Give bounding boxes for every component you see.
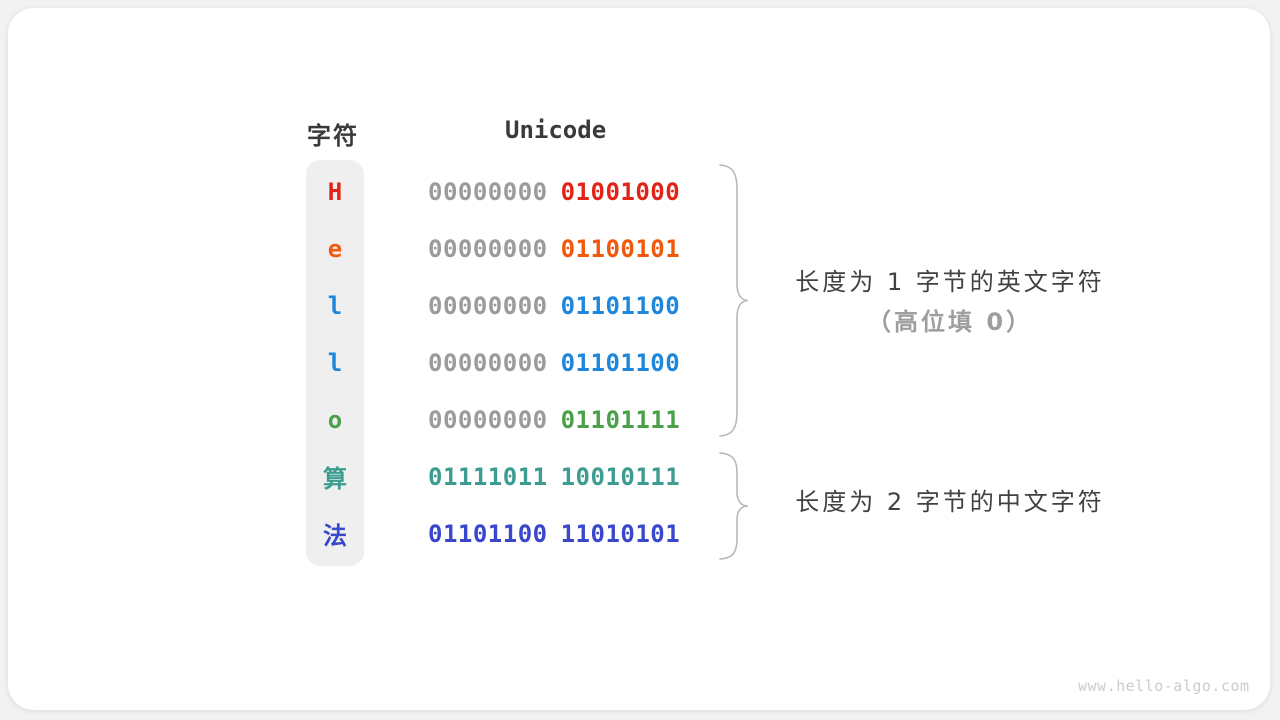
- unicode-bits: 00000000 01101100: [428, 292, 680, 320]
- octet-1: 00000000: [428, 177, 548, 206]
- octet-2: 01100101: [560, 234, 681, 263]
- annotation-single-byte-line2: （高位填 0）: [866, 308, 1034, 336]
- unicode-bits: 01101100 11010101: [428, 520, 680, 548]
- unicode-bits: 00000000 01101111: [428, 406, 680, 434]
- table-row: 算 01111011 10010111: [306, 448, 766, 505]
- brace-single-byte-group: [719, 164, 749, 437]
- char-cell: o: [327, 405, 343, 434]
- table-row: l 00000000 01101100: [306, 334, 766, 391]
- octet-2: 01101100: [560, 291, 681, 320]
- unicode-bits: 00000000 01100101: [428, 235, 680, 263]
- unicode-bits: 00000000 01101100: [428, 349, 680, 377]
- octet-2: 01101111: [560, 405, 681, 434]
- diagram-card: [8, 8, 1270, 710]
- brace-double-byte-group: [719, 452, 749, 560]
- character-column-background: [306, 160, 364, 566]
- watermark-url: www.hello-algo.com: [1078, 677, 1250, 695]
- table-row: H 00000000 01001000: [306, 163, 766, 220]
- column-header-unicode: Unicode: [505, 116, 607, 144]
- annotation-double-byte: 长度为 2 字节的中文字符: [760, 482, 1140, 522]
- table-row: 法 01101100 11010101: [306, 505, 766, 562]
- column-header-character: 字符: [307, 122, 359, 150]
- unicode-bits: 01111011 10010111: [428, 463, 680, 491]
- char-cell: H: [327, 177, 343, 206]
- char-cell: l: [327, 348, 343, 377]
- octet-2: 10010111: [560, 462, 681, 491]
- char-cell: e: [327, 234, 343, 263]
- octet-2: 01101100: [560, 348, 681, 377]
- table-row: l 00000000 01101100: [306, 277, 766, 334]
- table-rows: H 00000000 01001000 e 00000000 01100101 l …: [306, 163, 766, 562]
- octet-1: 00000000: [428, 405, 548, 434]
- octet-2: 11010101: [560, 519, 681, 548]
- annotation-single-byte: 长度为 1 字节的英文字符 （高位填 0）: [760, 262, 1140, 342]
- char-cell: l: [327, 291, 343, 320]
- table-row: e 00000000 01100101: [306, 220, 766, 277]
- octet-1: 01101100: [428, 519, 548, 548]
- octet-1: 00000000: [428, 234, 548, 263]
- unicode-bits: 00000000 01001000: [428, 178, 680, 206]
- annotation-double-byte-line1: 长度为 2 字节的中文字符: [795, 488, 1105, 516]
- octet-2: 01001000: [560, 177, 681, 206]
- char-cell: 算: [323, 465, 347, 493]
- annotation-single-byte-line1: 长度为 1 字节的英文字符: [795, 268, 1105, 296]
- octet-1: 01111011: [428, 462, 548, 491]
- table-row: o 00000000 01101111: [306, 391, 766, 448]
- octet-1: 00000000: [428, 348, 548, 377]
- octet-1: 00000000: [428, 291, 548, 320]
- char-cell: 法: [323, 522, 347, 550]
